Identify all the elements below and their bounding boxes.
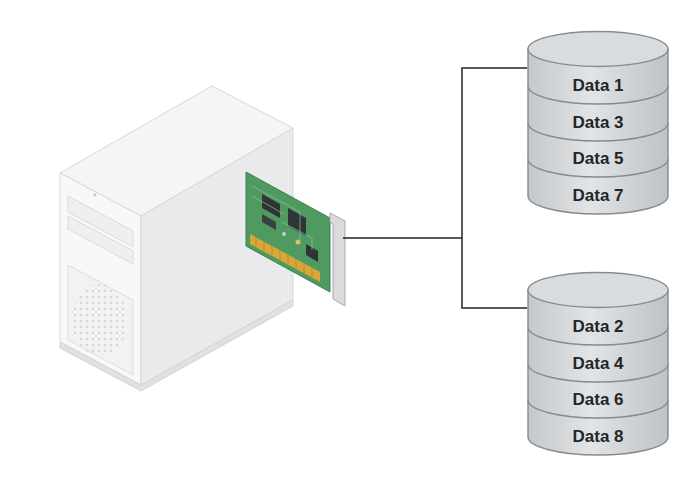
cylinder-top bbox=[528, 273, 668, 308]
disk-band-label: Data 7 bbox=[527, 177, 669, 214]
data-cable bbox=[343, 68, 527, 308]
cylinder-body bbox=[528, 290, 668, 455]
drive-bay bbox=[68, 216, 133, 264]
disk-band-label: Data 6 bbox=[527, 382, 669, 418]
fan-grille bbox=[72, 284, 128, 356]
disk-band-label: Data 3 bbox=[527, 104, 669, 141]
tower-base bbox=[60, 300, 293, 391]
cylinder-top bbox=[528, 32, 668, 67]
disk-band-label: Data 8 bbox=[527, 418, 669, 455]
cylinder-body bbox=[528, 49, 668, 214]
power-led bbox=[93, 193, 96, 196]
disk-band-label: Data 5 bbox=[527, 141, 669, 177]
disk-band-label: Data 2 bbox=[527, 308, 669, 345]
disk-band-label: Data 1 bbox=[527, 67, 669, 104]
vent-panel bbox=[68, 265, 133, 375]
controller-card bbox=[246, 172, 345, 306]
disk-cylinder: Data 1Data 3Data 5Data 7 bbox=[527, 27, 669, 218]
disk-cylinder: Data 2Data 4Data 6Data 8 bbox=[527, 268, 669, 459]
disk-band-label: Data 4 bbox=[527, 345, 669, 382]
